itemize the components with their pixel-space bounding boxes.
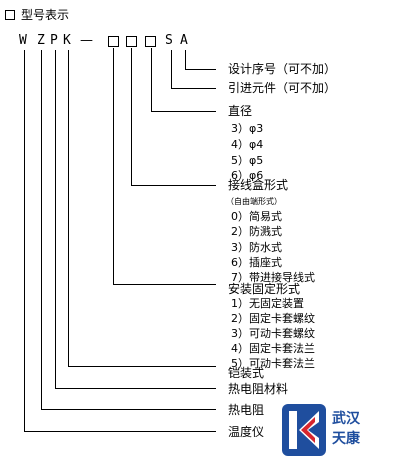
code-slot-1 xyxy=(108,36,119,47)
label-thermometer: 温度仪 xyxy=(228,425,265,439)
box-option: 0）简易式 xyxy=(231,210,282,223)
code-letter-w: W xyxy=(19,33,27,48)
box-option: 2）防溅式 xyxy=(231,225,282,238)
label-free-end-note: （自由端形式） xyxy=(226,197,282,206)
diameter-option: 5）φ5 xyxy=(231,154,264,167)
code-slot-2 xyxy=(126,36,137,47)
label-imported-element: 引进元件（可不加） xyxy=(228,81,337,95)
company-logo-icon xyxy=(282,404,326,456)
title-checkbox xyxy=(5,10,15,20)
diagram-title: 型号表示 xyxy=(21,8,70,22)
mount-option: 4）固定卡套法兰 xyxy=(231,342,315,355)
mount-option: 5）可动卡套法兰 xyxy=(231,357,315,370)
diameter-option: 3）φ3 xyxy=(231,122,264,135)
box-option: 3）防水式 xyxy=(231,241,282,254)
diameter-option: 4）φ4 xyxy=(231,138,264,151)
label-junction-box-type: 接线盒形式 xyxy=(228,178,289,192)
label-diameter: 直径 xyxy=(228,104,253,118)
diameter-option: 6）φ6 xyxy=(231,169,264,182)
box-option: 7）带进接导线式 xyxy=(231,271,315,284)
code-letter-a: A xyxy=(180,33,188,48)
mount-option: 1）无固定装置 xyxy=(231,297,304,310)
box-option: 6）插座式 xyxy=(231,256,282,269)
mount-option: 3）可动卡套螺纹 xyxy=(231,327,315,340)
code-letter-s: S xyxy=(165,33,173,48)
code-dash: — xyxy=(80,33,93,48)
logo-text-line1: 武汉 xyxy=(332,411,360,427)
label-rtd-material: 热电阻材料 xyxy=(228,382,289,396)
code-letter-p: P xyxy=(50,33,58,48)
code-letter-k: K xyxy=(63,33,71,48)
label-design-serial: 设计序号（可不加） xyxy=(228,62,337,76)
code-letter-z: Z xyxy=(37,33,45,48)
logo-text-line2: 天康 xyxy=(332,431,360,447)
label-rtd: 热电阻 xyxy=(228,403,265,417)
label-mounting-type: 安装固定形式 xyxy=(228,282,301,296)
mount-option: 2）固定卡套螺纹 xyxy=(231,312,315,325)
label-armored: 铠装式 xyxy=(228,366,265,380)
code-slot-3 xyxy=(145,36,156,47)
